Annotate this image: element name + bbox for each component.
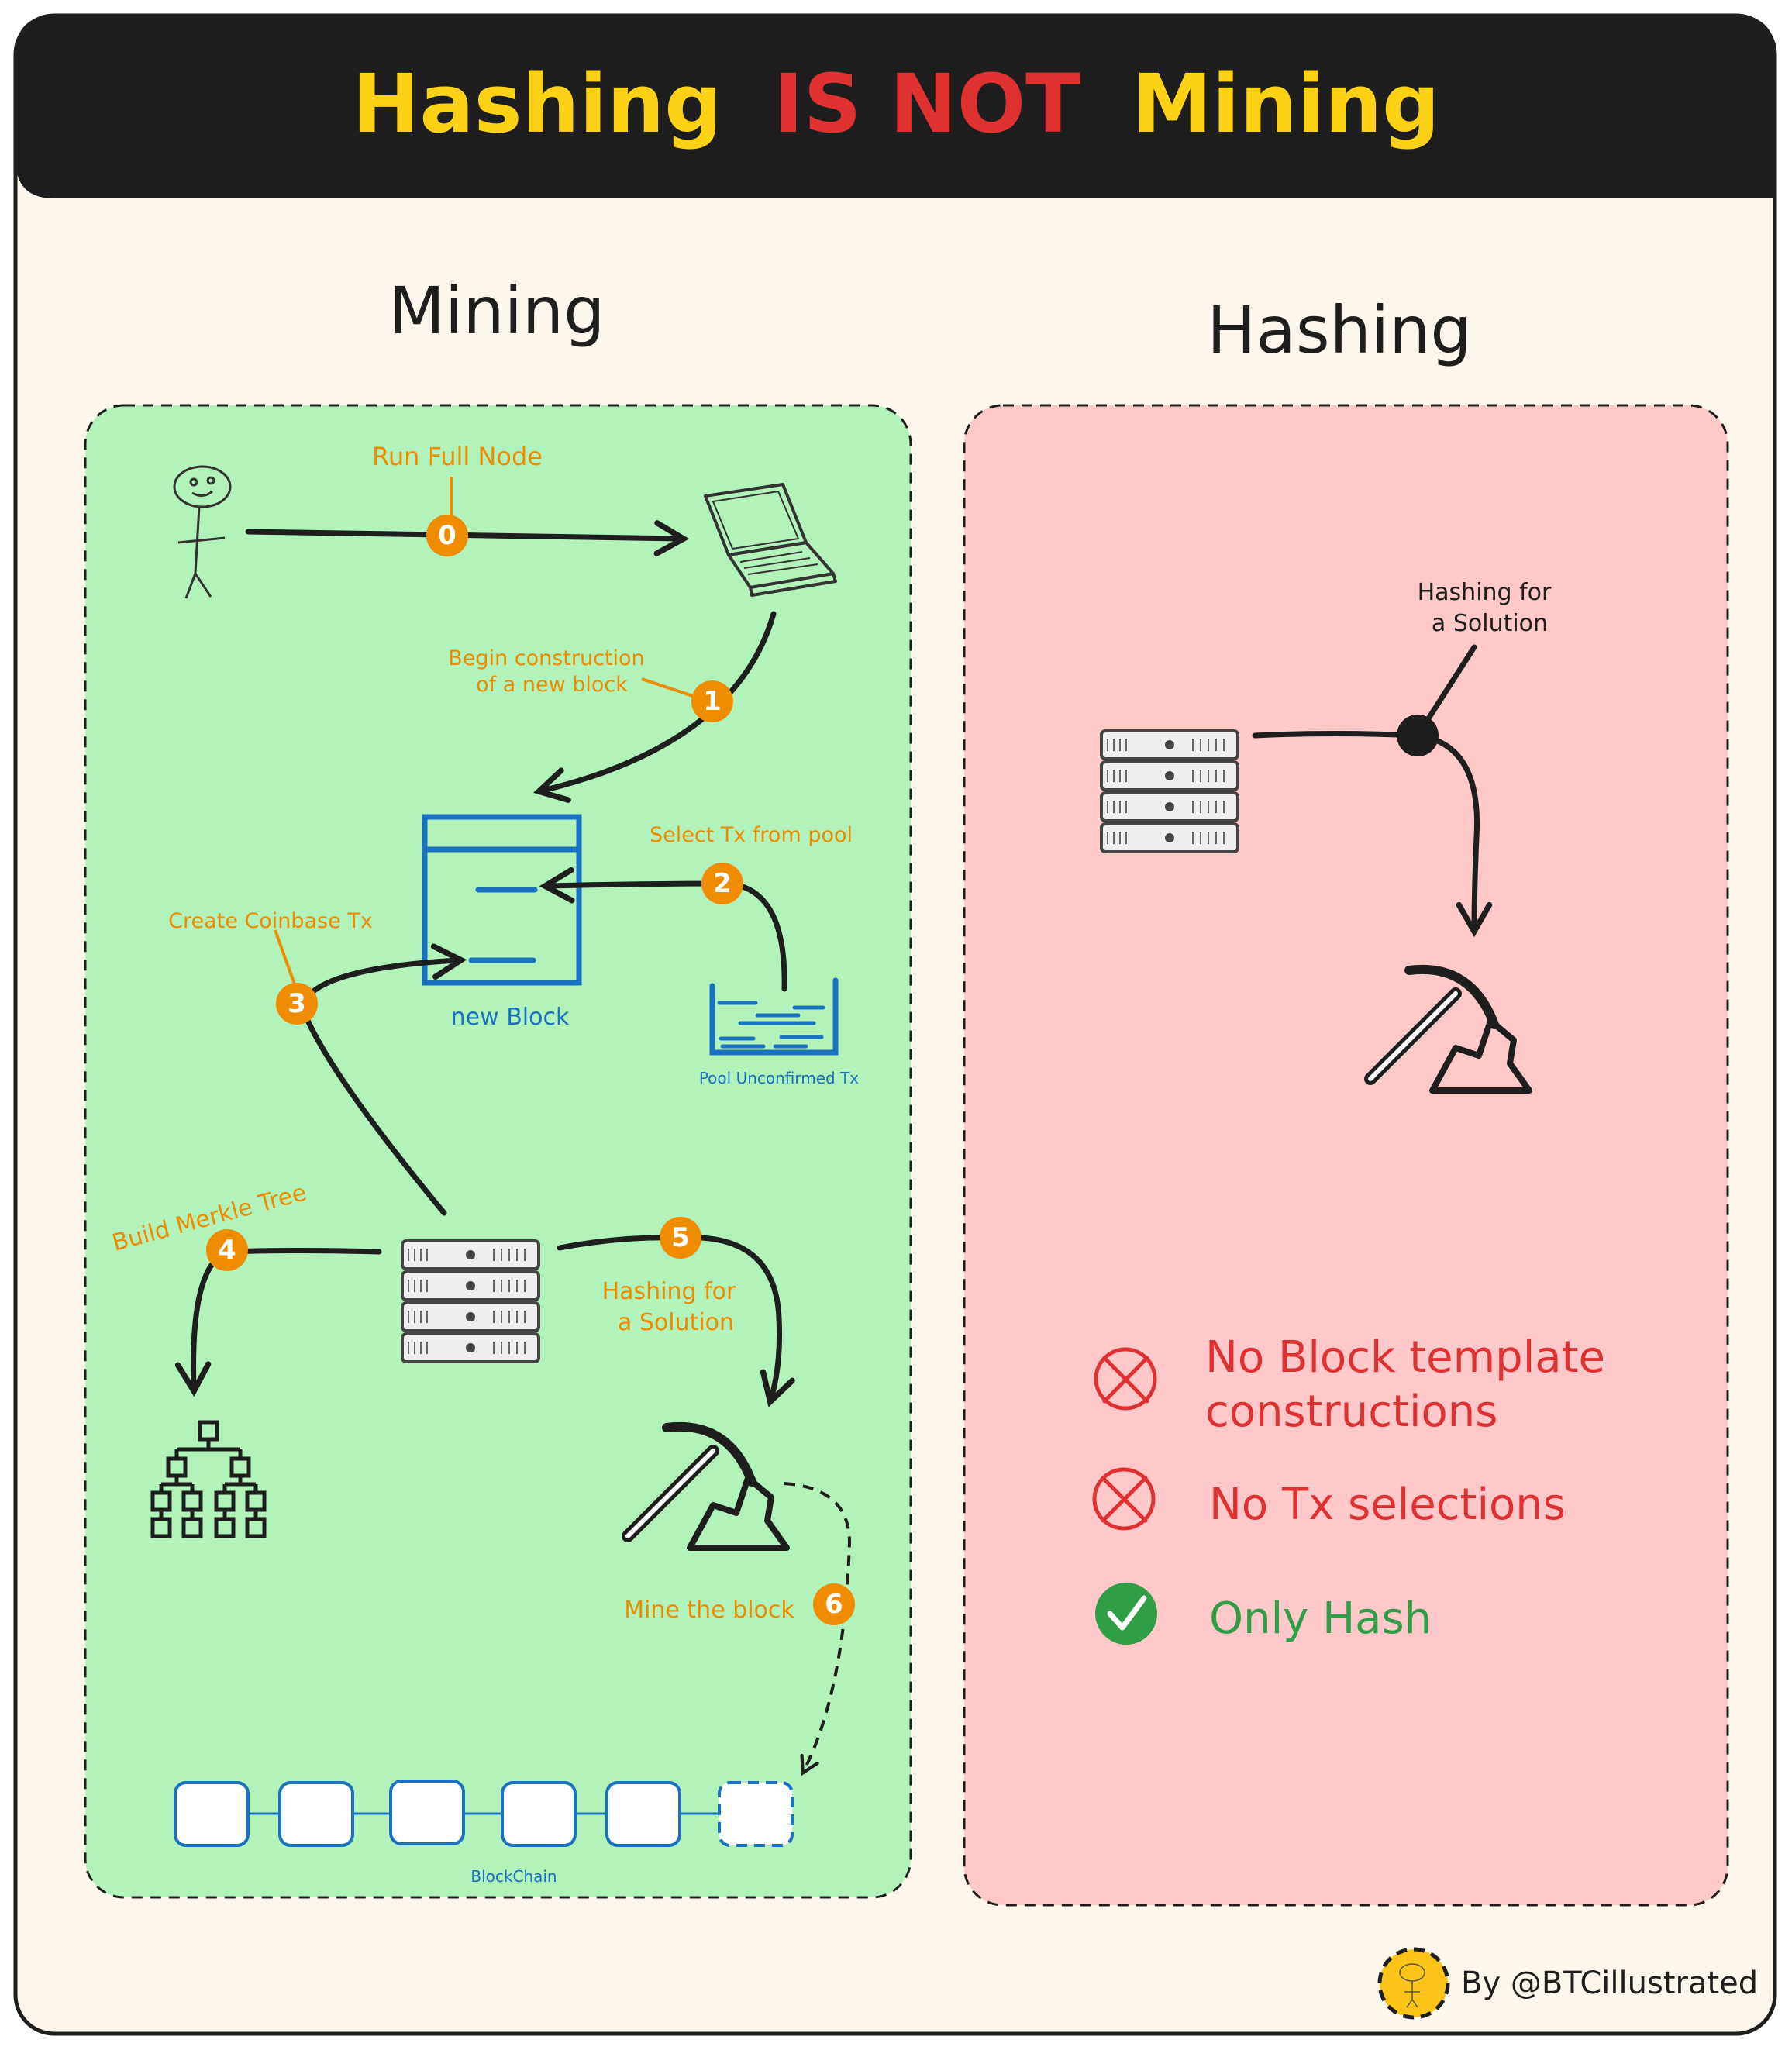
svg-text:4: 4: [218, 1235, 236, 1266]
check-circle-icon: [1095, 1583, 1157, 1645]
transaction-pool-icon: [709, 977, 839, 1056]
step-0-label: Run Full Node: [372, 442, 543, 471]
hashing-heading: Hashing: [1207, 292, 1472, 368]
step-5-label-line1: Hashing for: [602, 1278, 736, 1305]
step-2-label: Select Tx from pool: [650, 823, 853, 847]
step-3-badge: 3: [276, 983, 318, 1025]
step-6-label: Mine the block: [624, 1597, 794, 1624]
title-is-not: IS NOT: [774, 57, 1080, 151]
hashing-server-icon: [1100, 729, 1239, 853]
point-1-line1: No Block template: [1205, 1332, 1605, 1383]
arrow-step-1: [533, 611, 777, 803]
hashing-panel: [963, 404, 1729, 1907]
step-6-badge: 6: [813, 1583, 855, 1625]
step-3-label: Create Coinbase Tx: [168, 909, 373, 933]
chain-block-pending: [718, 1781, 794, 1847]
laptop-icon: [704, 483, 837, 597]
chain-block: [174, 1781, 250, 1847]
pool-label: Pool Unconfirmed Tx: [699, 1069, 859, 1087]
step-1-label-line1: Begin construction: [448, 646, 644, 670]
arrow-step-6: [784, 1482, 852, 1776]
stick-figure-icon: [173, 465, 232, 599]
step-1-badge: 1: [691, 680, 733, 722]
hashing-arrow: [1252, 731, 1493, 938]
svg-text:2: 2: [713, 868, 732, 899]
step-1-label-line2: of a new block: [476, 673, 628, 697]
hashing-junction-dot: [1397, 715, 1439, 756]
chain-block: [278, 1781, 354, 1847]
title-hashing: Hashing: [352, 57, 722, 151]
step-4-badge: 4: [206, 1229, 248, 1271]
step-0-badge: 0: [426, 515, 468, 556]
svg-text:6: 6: [825, 1589, 843, 1620]
chain-block: [501, 1781, 577, 1847]
blockchain-label: BlockChain: [470, 1867, 557, 1886]
svg-text:3: 3: [288, 988, 306, 1019]
step-2-badge: 2: [701, 863, 743, 904]
header-bar: [16, 16, 1775, 198]
point-2-line1: No Tx selections: [1209, 1480, 1566, 1530]
mining-server-icon: [401, 1239, 540, 1363]
svg-text:5: 5: [671, 1222, 690, 1253]
new-block-icon: [422, 814, 582, 986]
hashing-label-line2: a Solution: [1432, 610, 1548, 637]
point-1-line2: constructions: [1205, 1387, 1497, 1437]
author-avatar: [1377, 1947, 1450, 2020]
page-title: Hashing IS NOT Mining: [352, 57, 1439, 151]
new-block-label: new Block: [451, 1004, 570, 1031]
arrow-step-5: [557, 1235, 795, 1407]
author-credit: By @BTCillustrated: [1461, 1966, 1758, 2001]
title-mining: Mining: [1132, 57, 1439, 151]
merkle-tree-icon: [150, 1420, 267, 1538]
label-leader-1: [641, 677, 698, 699]
mining-panel: [84, 404, 912, 1899]
mining-heading: Mining: [389, 273, 605, 349]
cross-circle-icon: [1094, 1347, 1157, 1411]
chain-block: [389, 1780, 465, 1845]
svg-text:0: 0: [438, 520, 457, 551]
step-5-label-line2: a Solution: [618, 1309, 734, 1336]
blockchain-icon: [174, 1780, 794, 1847]
svg-text:1: 1: [703, 686, 722, 717]
hashing-label-line1: Hashing for: [1418, 579, 1552, 606]
chain-block: [605, 1781, 681, 1847]
cross-circle-icon: [1092, 1467, 1156, 1531]
point-3-line1: Only Hash: [1209, 1593, 1432, 1644]
step-5-badge: 5: [660, 1217, 701, 1259]
label-leader-3: [274, 929, 296, 985]
